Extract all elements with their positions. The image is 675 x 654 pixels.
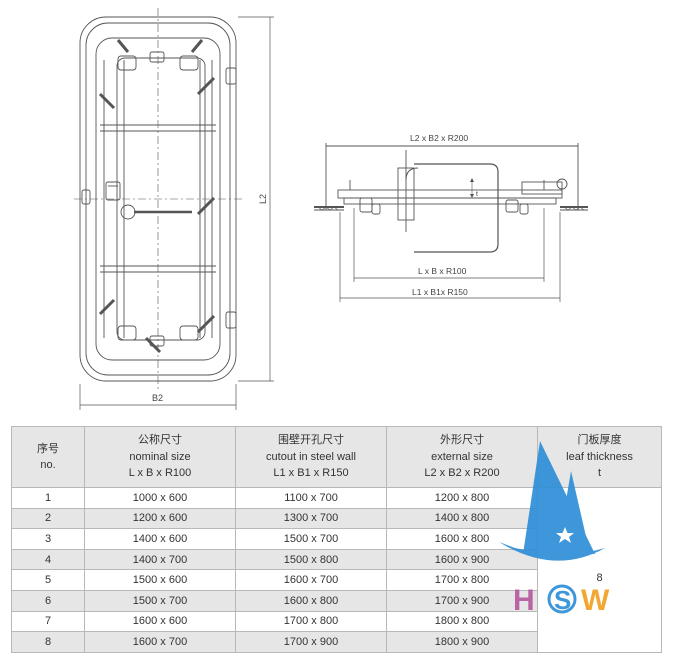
- thickness-value: 8: [596, 571, 603, 584]
- side-dim-top: L2 x B2 x R200: [410, 133, 468, 143]
- hsw-sailboat-logo: H S W: [499, 441, 610, 616]
- table-row: 5 1500 x 600 1600 x 700 1700 x 800: [11, 569, 662, 591]
- hull-icon: [499, 542, 605, 561]
- table-row: 3 1400 x 600 1500 x 700 1600 x 800: [11, 528, 662, 550]
- side-dim-mid: L x B x R100: [418, 266, 467, 276]
- logo-h: H: [513, 584, 535, 616]
- side-dimensions: [339, 208, 561, 302]
- table-row: 8 1600 x 700 1700 x 900 1800 x 900: [11, 631, 662, 653]
- l2-label: L2: [258, 194, 268, 204]
- side-view: [314, 143, 588, 253]
- logo-s: S: [554, 585, 571, 615]
- star-icon: [556, 527, 574, 543]
- table-row: 2 1200 x 600 1300 x 700 1400 x 800: [11, 507, 662, 530]
- front-dimensions: [79, 16, 274, 410]
- side-dim-bottom: L1 x B1x R150: [412, 287, 468, 297]
- table-row: 4 1400 x 700 1500 x 800 1600 x 900: [11, 548, 662, 571]
- table-row: 7 1600 x 600 1700 x 800 1800 x 800: [11, 610, 662, 633]
- table-row: 1 1000 x 600 1100 x 700 1200 x 800 8: [11, 487, 662, 653]
- table-row: 6 1500 x 700 1600 x 800 1700 x 900: [11, 589, 662, 612]
- front-view: [74, 8, 242, 392]
- logo-w: W: [581, 584, 610, 616]
- thickness-mark: t: [476, 191, 478, 198]
- technical-drawing: B2 L2 t: [74, 8, 588, 410]
- b2-label: B2: [152, 393, 163, 403]
